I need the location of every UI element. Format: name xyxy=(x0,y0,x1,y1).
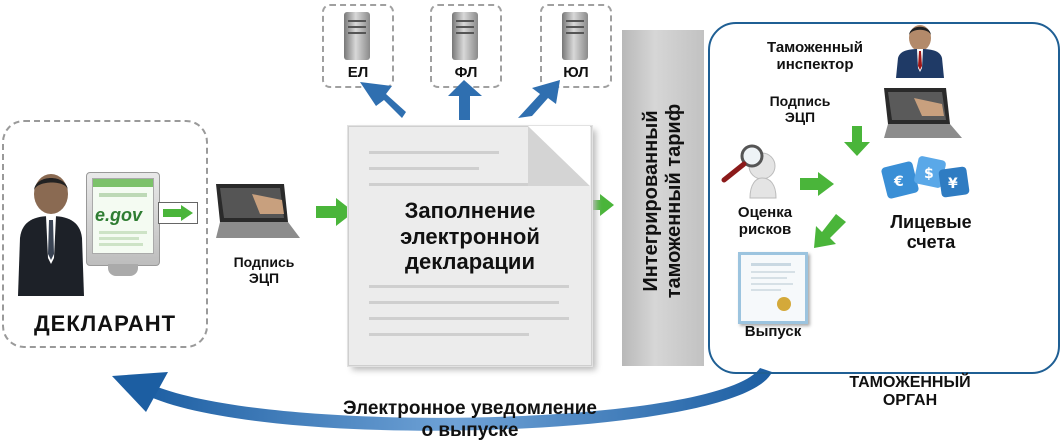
server-label: ЕЛ xyxy=(347,64,369,81)
server-icon xyxy=(452,12,478,60)
svg-text:€: € xyxy=(893,174,904,190)
declaration-line1: Заполнение xyxy=(404,198,536,223)
currency-cubes-icon: € $ ¥ xyxy=(881,156,970,199)
risk-line2: рисков xyxy=(738,220,792,238)
integrated-tariff-label: Интегрированный таможенный тариф xyxy=(640,60,686,342)
server-icon xyxy=(344,12,370,60)
inspector-label: Таможенный инспектор xyxy=(740,39,890,74)
egov-logo: e.gov xyxy=(95,205,143,225)
signature-left-line2: ЭЦП xyxy=(248,269,280,286)
release-certificate-icon xyxy=(738,252,808,324)
laptop-signature-icon xyxy=(884,88,962,138)
accounts-line1: Лицевые xyxy=(890,212,972,232)
inspector-line1: Таможенный xyxy=(767,39,863,56)
declarant-box xyxy=(2,120,208,348)
declaration-line2: электронной xyxy=(400,223,540,249)
integrated-tariff-bar xyxy=(622,30,704,366)
svg-text:¥: ¥ xyxy=(948,176,958,192)
risk-label: Оценка рисков xyxy=(720,204,810,239)
declaration-title: Заполнение электронной декларации xyxy=(352,198,588,275)
declarant-label: ДЕКЛАРАНТ xyxy=(33,311,177,336)
signature-right-label: Подпись ЭЦП xyxy=(760,93,840,125)
notification-line1: Электронное уведомление xyxy=(342,398,597,419)
server-yul: ЮЛ xyxy=(540,4,612,88)
signature-right-line2: ЭЦП xyxy=(784,108,816,125)
document-fold xyxy=(528,126,590,186)
risk-line1: Оценка xyxy=(737,204,793,221)
server-label: ЮЛ xyxy=(563,64,589,81)
signature-right-line1: Подпись xyxy=(769,93,831,109)
release-label: Выпуск xyxy=(744,323,802,340)
monitor-stand xyxy=(108,264,138,276)
signature-left-line1: Подпись xyxy=(233,254,295,270)
server-icon xyxy=(562,12,588,60)
customs-org-line2: ОРГАН xyxy=(882,391,938,409)
notification-label: Электронное уведомление о выпуске xyxy=(250,398,690,442)
green-arrow-small xyxy=(158,202,198,224)
laptop-signature-icon xyxy=(216,184,300,238)
signature-left-label: Подпись ЭЦП xyxy=(228,254,300,286)
egov-monitor: e.gov xyxy=(86,172,160,266)
customs-org-line1: ТАМОЖЕННЫЙ xyxy=(849,374,971,391)
accounts-label: Лицевые счета xyxy=(876,212,986,252)
accounts-line2: счета xyxy=(906,232,956,253)
customs-panel xyxy=(708,22,1060,374)
declarant-person-icon xyxy=(18,174,84,296)
tariff-line1: Интегрированный xyxy=(640,110,662,292)
declaration-line3: декларации xyxy=(405,249,535,275)
svg-text:$: $ xyxy=(924,166,934,182)
customs-org-label: ТАМОЖЕННЫЙ ОРГАН xyxy=(800,374,1020,410)
tariff-line2: таможенный тариф xyxy=(663,103,685,299)
inspector-line2: инспектор xyxy=(776,55,854,73)
risk-magnifier-icon xyxy=(721,144,777,199)
server-label: ФЛ xyxy=(454,64,478,81)
server-el: ЕЛ xyxy=(322,4,394,88)
notification-line2: о выпуске xyxy=(421,419,519,441)
inspector-person-icon xyxy=(896,25,944,78)
